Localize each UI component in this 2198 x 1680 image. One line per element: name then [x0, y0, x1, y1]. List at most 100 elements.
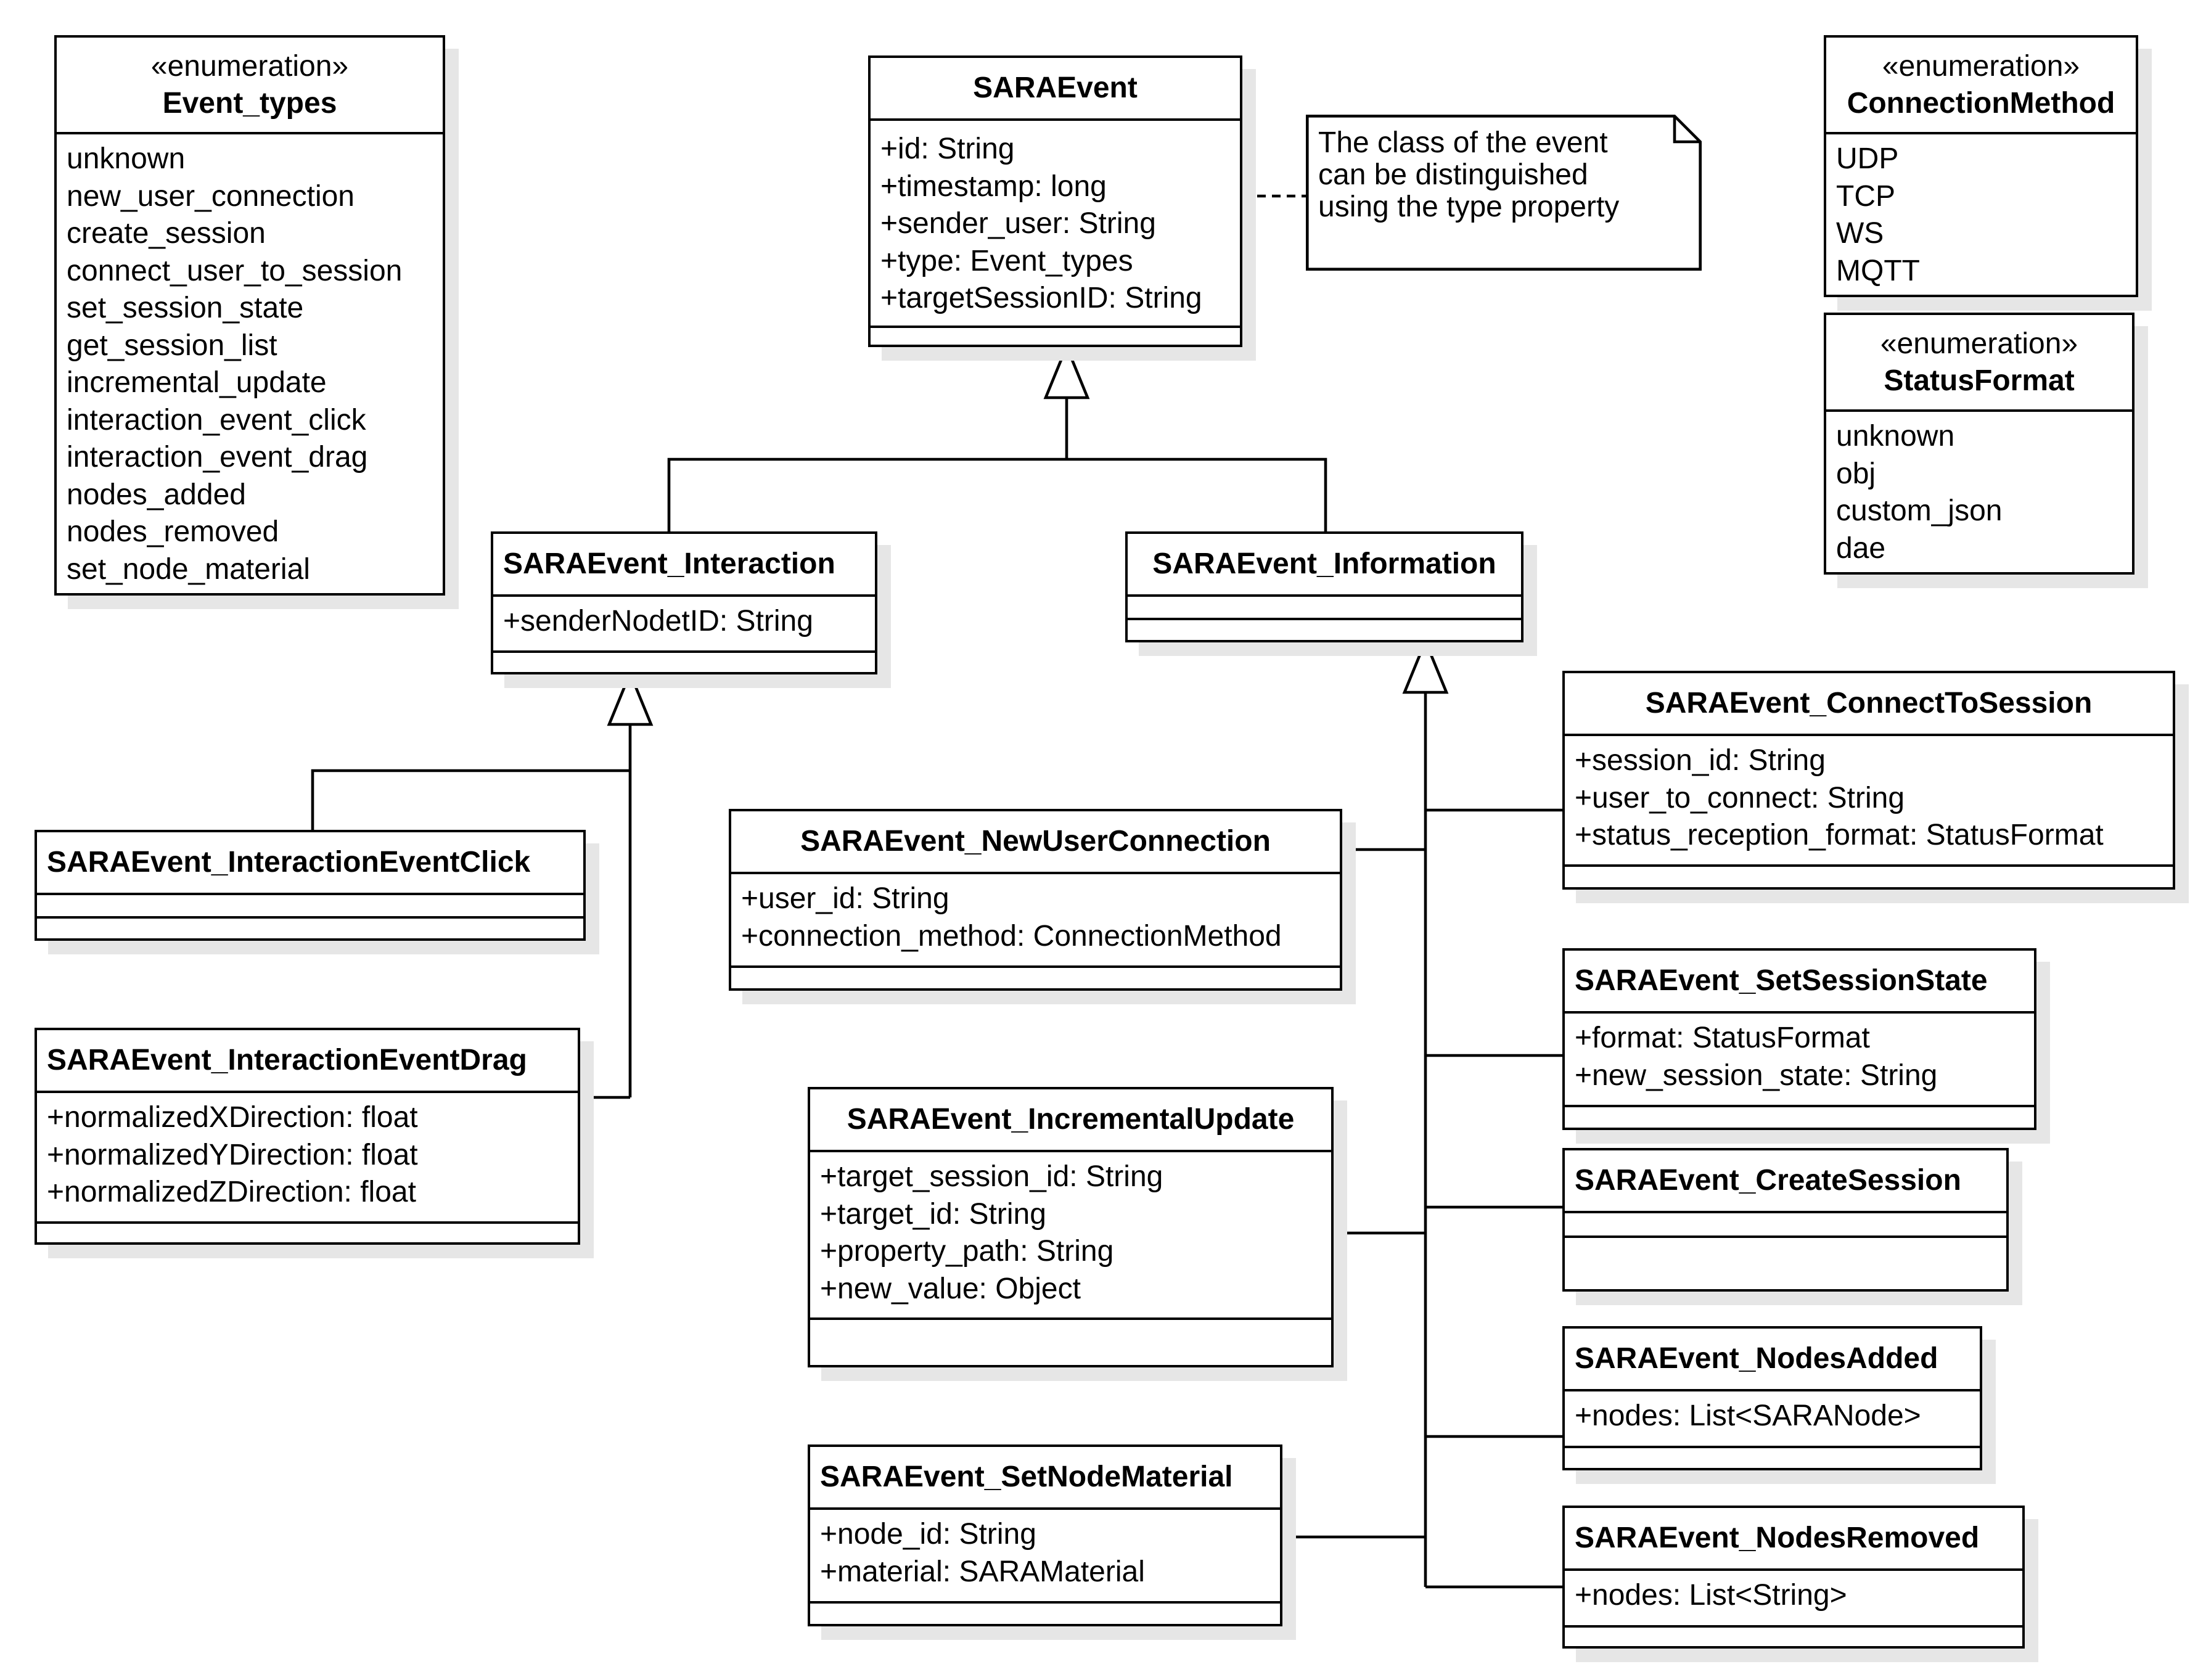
class-name: SARAEvent_Interaction	[503, 547, 835, 580]
class-operations	[493, 653, 875, 663]
attribute: +nodes: List<String>	[1575, 1579, 1847, 1612]
class-name: SARAEvent_NodesAdded	[1575, 1342, 1938, 1375]
class-name: SARAEvent_IncrementalUpdate	[847, 1103, 1295, 1136]
enum-value: TCP	[1836, 179, 1895, 213]
class-header: SARAEvent_InteractionEventClick	[37, 832, 583, 895]
attribute: +property_path: String	[820, 1235, 1114, 1268]
generalization-click	[311, 769, 630, 830]
enum-value: incremental_update	[67, 366, 327, 399]
class-attributes: +node_id: String +material: SARAMaterial	[810, 1510, 1280, 1604]
enum-value: interaction_event_click	[67, 403, 366, 436]
class-set-session-state: SARAEvent_SetSessionState +format: Statu…	[1562, 948, 2036, 1130]
class-attributes: +nodes: List<String>	[1565, 1571, 2022, 1628]
class-operations	[810, 1320, 1331, 1330]
class-attributes	[37, 895, 583, 919]
class-header: SARAEvent_SetNodeMaterial	[810, 1447, 1280, 1510]
class-operations	[1565, 867, 2173, 877]
class-set-node-material: SARAEvent_SetNodeMaterial +node_id: Stri…	[808, 1444, 1282, 1626]
attribute: +status_reception_format: StatusFormat	[1575, 819, 2104, 851]
enum-value: nodes_added	[67, 478, 246, 511]
class-operations	[37, 919, 583, 928]
class-attributes: +nodes: List<SARANode>	[1565, 1391, 1980, 1448]
enum-value: WS	[1836, 217, 1884, 250]
enum-connection-method: «enumeration» ConnectionMethod UDP TCP W…	[1824, 35, 2138, 297]
class-header: SARAEvent_IncrementalUpdate	[810, 1089, 1331, 1152]
class-attributes	[1565, 1213, 2006, 1238]
enum-value: create_session	[67, 217, 266, 250]
class-information: SARAEvent_Information	[1125, 531, 1523, 642]
enum-value: UDP	[1836, 142, 1899, 175]
class-name: SARAEvent_ConnectToSession	[1645, 687, 2093, 719]
class-operations	[1565, 1448, 1980, 1458]
class-name: SARAEvent_SetNodeMaterial	[820, 1461, 1233, 1493]
enum-value: custom_json	[1836, 494, 2003, 527]
enum-value: new_user_connection	[67, 179, 355, 213]
class-name: SARAEvent_InteractionEventClick	[47, 846, 531, 879]
class-sara-event: SARAEvent +id: String +timestamp: long +…	[868, 55, 1242, 347]
inheritance-arrow-information	[1402, 637, 1449, 694]
enum-value: dae	[1836, 531, 1886, 565]
enum-name: StatusFormat	[1884, 364, 2075, 397]
class-name: SARAEvent_NewUserConnection	[800, 825, 1271, 858]
class-interaction-event-drag: SARAEvent_InteractionEventDrag +normaliz…	[35, 1028, 580, 1245]
enum-header: «enumeration» ConnectionMethod	[1826, 38, 2136, 134]
class-header: SARAEvent_Interaction	[493, 534, 875, 597]
enum-status-format: «enumeration» StatusFormat unknown obj c…	[1824, 313, 2134, 575]
attribute: +user_to_connect: String	[1575, 781, 1905, 814]
class-name: SARAEvent_Information	[1152, 547, 1496, 580]
class-header: SARAEvent_SetSessionState	[1565, 951, 2034, 1014]
class-header: SARAEvent_NewUserConnection	[731, 811, 1340, 874]
attribute: +type: Event_types	[880, 244, 1133, 277]
generalization-interaction	[667, 457, 1327, 531]
attribute: +new_value: Object	[820, 1272, 1081, 1305]
class-attributes: +senderNodetID: String	[493, 597, 875, 653]
class-operations	[731, 968, 1340, 978]
stereotype-label: «enumeration»	[150, 49, 349, 83]
inheritance-arrow-interaction	[607, 669, 654, 726]
class-header: SARAEvent_NodesAdded	[1565, 1329, 1980, 1391]
enum-value: connect_user_to_session	[67, 254, 403, 287]
note-type-property: The class of the event can be distinguis…	[1306, 115, 1702, 271]
attribute: +format: StatusFormat	[1575, 1022, 1870, 1054]
class-name: SARAEvent_InteractionEventDrag	[47, 1044, 527, 1076]
class-attributes: +id: String +timestamp: long +sender_use…	[871, 121, 1240, 328]
enum-event-types: «enumeration» Event_types unknown new_us…	[54, 35, 445, 596]
note-text: The class of the event can be distinguis…	[1318, 127, 1619, 223]
class-header: SARAEvent_Information	[1128, 534, 1521, 597]
attribute: +material: SARAMaterial	[820, 1555, 1145, 1588]
enum-values: unknown obj custom_json dae	[1826, 412, 2132, 567]
class-attributes: +session_id: String +user_to_connect: St…	[1565, 736, 2173, 867]
enum-name: ConnectionMethod	[1847, 86, 2115, 120]
attribute: +target_session_id: String	[820, 1160, 1163, 1193]
attribute: +session_id: String	[1575, 744, 1826, 777]
class-header: SARAEvent_CreateSession	[1565, 1150, 2006, 1213]
note-shape	[1306, 115, 1702, 271]
class-interaction-event-click: SARAEvent_InteractionEventClick	[35, 830, 586, 941]
class-operations	[871, 328, 1240, 338]
attribute: +id: String	[880, 133, 1015, 165]
class-attributes: +format: StatusFormat +new_session_state…	[1565, 1014, 2034, 1107]
attribute: +targetSessionID: String	[880, 282, 1202, 314]
class-attributes	[1128, 597, 1521, 620]
enum-values: UDP TCP WS MQTT	[1826, 134, 2136, 290]
enum-value: set_node_material	[67, 552, 310, 586]
class-operations	[1128, 620, 1521, 630]
attribute: +normalizedZDirection: float	[47, 1176, 416, 1208]
note-line: can be distinguished	[1318, 158, 1588, 191]
class-operations	[1565, 1628, 2022, 1637]
enum-value: set_session_state	[67, 292, 304, 324]
class-attributes: +user_id: String +connection_method: Con…	[731, 874, 1340, 968]
enum-values: unknown new_user_connection create_sessi…	[57, 134, 443, 588]
attribute: +senderNodetID: String	[503, 605, 813, 637]
class-header: SARAEvent_ConnectToSession	[1565, 673, 2173, 736]
attribute: +node_id: String	[820, 1518, 1036, 1551]
class-connect-to-session: SARAEvent_ConnectToSession +session_id: …	[1562, 671, 2175, 890]
enum-header: «enumeration» StatusFormat	[1826, 315, 2132, 412]
class-name: SARAEvent_CreateSession	[1575, 1164, 1961, 1197]
class-name: SARAEvent_SetSessionState	[1575, 964, 1988, 997]
class-name: SARAEvent_NodesRemoved	[1575, 1522, 1980, 1554]
class-incremental-update: SARAEvent_IncrementalUpdate +target_sess…	[808, 1087, 1334, 1367]
note-line: using the type property	[1318, 191, 1620, 223]
